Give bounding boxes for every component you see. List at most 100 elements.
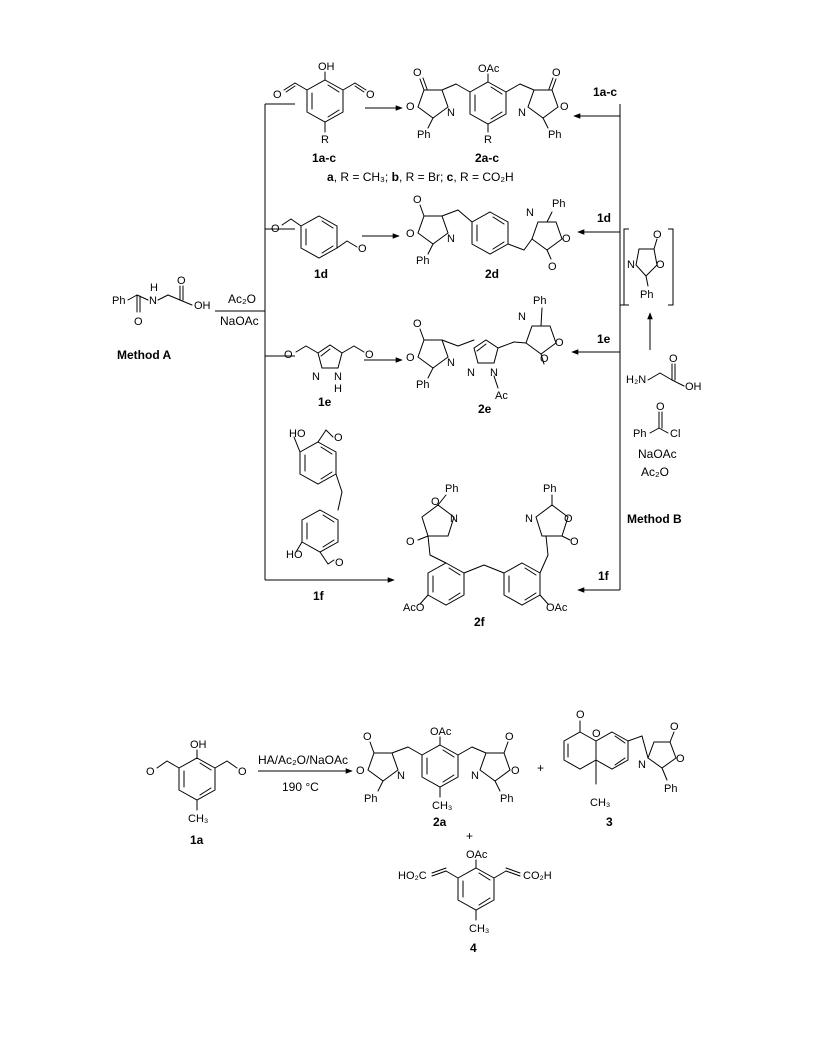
atom-o: O — [365, 349, 374, 361]
atom-n: N — [447, 233, 455, 245]
atom-o: O — [511, 765, 520, 777]
method-a-label: Method A — [117, 348, 172, 362]
atom-ho: HO — [289, 428, 306, 440]
compound-label-2a-c: 2a-c — [475, 151, 499, 165]
atom-ph: Ph — [500, 793, 513, 805]
atom-n: N — [526, 207, 534, 219]
compound-label-1a-c: 1a-c — [312, 151, 336, 165]
arrow-label-1e: 1e — [597, 332, 611, 346]
atom-ph: Ph — [445, 483, 458, 495]
hippuric-acid-structure: Ph O N H O OH — [112, 275, 211, 328]
atom-n: N — [525, 513, 533, 525]
atom-cl: Cl — [670, 428, 680, 440]
atom-ph: Ph — [364, 793, 377, 805]
atom-o: O — [540, 353, 549, 365]
compound-label-1a: 1a — [190, 833, 204, 847]
atom-o: O — [366, 89, 375, 101]
atom-co2h: CO₂H — [523, 870, 552, 882]
atom-o: O — [560, 101, 569, 113]
atom-ph: Ph — [417, 129, 430, 141]
atom-o: O — [358, 243, 367, 255]
atom-o: O — [552, 67, 561, 79]
compound-label-1d: 1d — [314, 267, 328, 281]
oxazolone-intermediate-structure: O O N Ph — [620, 228, 674, 306]
atom-h: H — [334, 383, 342, 395]
atom-aco: AcO — [403, 602, 425, 614]
compound-label-1f: 1f — [313, 589, 325, 603]
arrow-label-1f: 1f — [598, 569, 610, 583]
bis-salicylaldehyde-1f-structure: HO O HO O — [286, 428, 344, 569]
atom-n: N — [447, 107, 455, 119]
atom-o: O — [413, 318, 422, 330]
dialdehyde-1a-c-structure: OH O O R — [273, 61, 375, 146]
atom-ph: Ph — [416, 255, 429, 267]
atom-ph: Ph — [633, 428, 646, 440]
atom-o: O — [406, 536, 415, 548]
atom-ph: Ph — [533, 295, 546, 307]
product-2f-structure: O N Ph O AcO OAc O N Ph O — [403, 483, 579, 614]
compound-label-2f: 2f — [474, 615, 486, 629]
benzoyl-chloride-structure: O Ph Cl — [633, 401, 680, 440]
atom-n: N — [149, 295, 157, 307]
atom-o: O — [570, 536, 579, 548]
atom-n: N — [312, 371, 320, 383]
atom-n: N — [467, 367, 475, 379]
atom-o: O — [413, 67, 422, 79]
pyrazole-dialdehyde-1e-structure: O O N N H — [284, 344, 374, 395]
atom-ph: Ph — [552, 198, 565, 210]
atom-n: N — [447, 357, 455, 369]
atom-o: O — [177, 275, 186, 287]
compound-label-3: 3 — [606, 815, 613, 829]
atom-oh: OH — [194, 300, 211, 312]
atom-o: O — [656, 259, 665, 271]
product-2d-structure: O O N Ph O O N Ph — [406, 194, 571, 273]
compound-label-4: 4 — [470, 941, 477, 955]
reaction-temperature: 190 °C — [282, 780, 319, 794]
atom-o: O — [653, 229, 662, 241]
atom-o: O — [555, 337, 564, 349]
atom-o: O — [564, 513, 573, 525]
atom-oac: OAc — [430, 726, 452, 738]
atom-ch3: CH₃ — [188, 813, 208, 825]
atom-o: O — [592, 728, 601, 740]
atom-o: O — [562, 233, 571, 245]
atom-ph: Ph — [548, 129, 561, 141]
atom-o: O — [656, 401, 665, 413]
compound-label-2e: 2e — [478, 402, 492, 416]
atom-ph: Ph — [640, 289, 653, 301]
atom-o: O — [676, 753, 685, 765]
atom-ph: Ph — [416, 379, 429, 391]
atom-o: O — [356, 765, 365, 777]
glycine-structure: H₂N O OH — [626, 353, 702, 393]
atom-ho: HO — [286, 549, 303, 561]
reagents-conditions: HA/Ac₂O/NaOAc — [258, 753, 348, 767]
atom-h2n: H₂N — [626, 374, 646, 386]
plus-sign: + — [466, 829, 473, 843]
atom-n: N — [450, 513, 458, 525]
atom-o: O — [431, 496, 440, 508]
atom-o: O — [134, 316, 143, 328]
atom-oh: OH — [318, 61, 335, 73]
atom-n: N — [397, 770, 405, 782]
atom-o: O — [669, 353, 678, 365]
product-2a-structure: O O N Ph OAc CH₃ O O N Ph — [356, 726, 520, 812]
atom-ph: Ph — [543, 483, 556, 495]
atom-o: O — [670, 721, 679, 733]
atom-o: O — [284, 349, 293, 361]
dialdehyde-1a-structure: OH O O CH₃ — [146, 739, 247, 825]
diacid-4-structure: OAc HO₂C CO₂H CH₃ — [398, 849, 552, 935]
atom-r: R — [484, 134, 492, 146]
atom-ho2c: HO₂C — [398, 870, 427, 882]
atom-o: O — [238, 766, 247, 778]
atom-o: O — [406, 352, 415, 364]
reagent-naoac-b: NaOAc — [638, 447, 677, 461]
atom-n: N — [627, 259, 635, 271]
atom-ph: Ph — [112, 295, 125, 307]
reagent-ac2o: Ac₂O — [228, 292, 256, 306]
atom-oh: OH — [685, 381, 702, 393]
reagent-naoac: NaOAc — [220, 314, 259, 328]
atom-oac: OAc — [546, 602, 568, 614]
atom-n: N — [471, 770, 479, 782]
atom-o: O — [146, 766, 155, 778]
atom-n: N — [490, 367, 498, 379]
